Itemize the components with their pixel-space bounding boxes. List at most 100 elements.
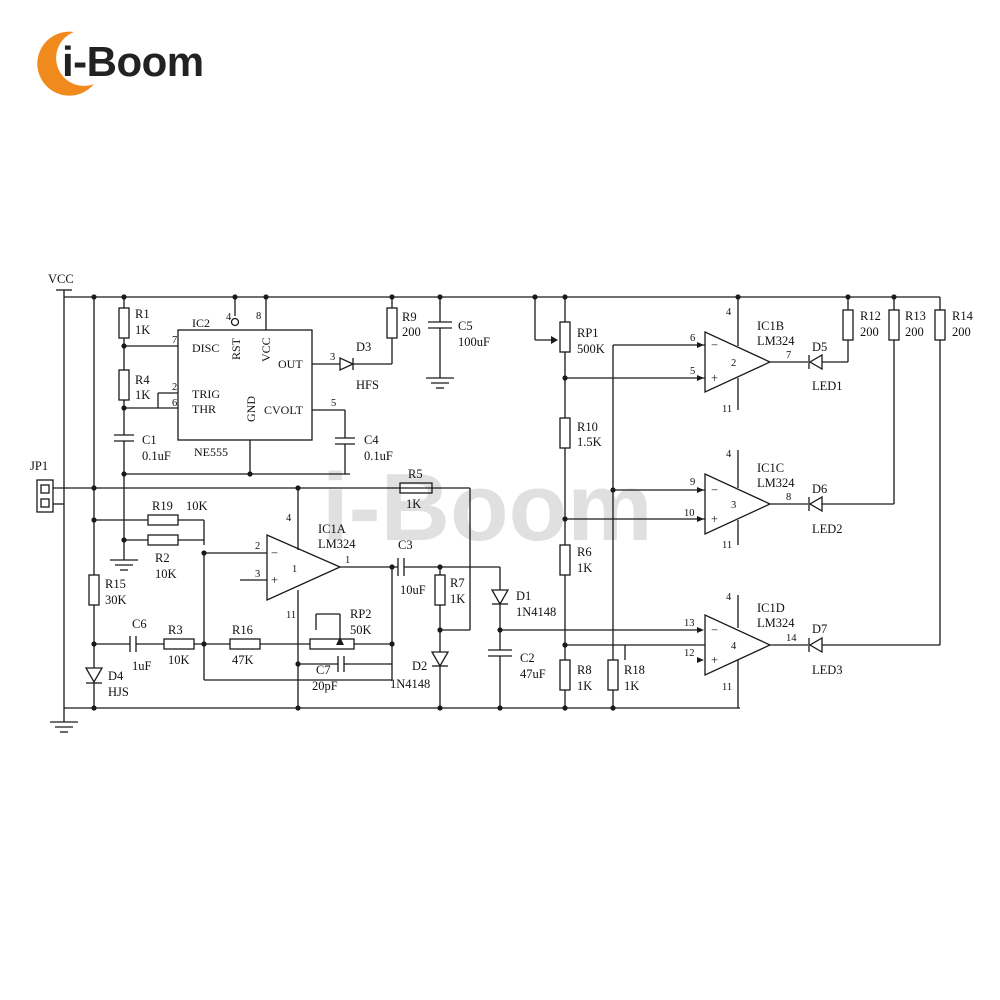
label-r10-value: 1.5K — [577, 435, 602, 449]
pin-num: 7 — [786, 350, 791, 361]
label-c4-value: 0.1uF — [364, 449, 393, 463]
label-r5-value: 1K — [406, 497, 421, 511]
pin-minus: − — [711, 483, 718, 497]
label-r6-value: 1K — [577, 561, 592, 575]
label-lm324a: LM324 — [318, 537, 356, 551]
label-rp1: RP1 — [577, 326, 599, 340]
label-r9: R9 — [402, 310, 417, 324]
pin-num: 11 — [722, 540, 732, 551]
label-r4: R4 — [135, 373, 150, 387]
pin-num: 5 — [331, 398, 336, 409]
label-hjs: HJS — [108, 685, 129, 699]
pin-num: 4 — [731, 641, 737, 652]
pin-num: 3 — [330, 352, 335, 363]
label-r7-value: 1K — [450, 592, 465, 606]
pin-minus: − — [711, 338, 718, 352]
pin-num: 5 — [690, 366, 695, 377]
watermark: i-Boom — [303, 402, 653, 561]
pin-plus: + — [271, 573, 278, 587]
label-r1: R1 — [135, 307, 150, 321]
label-lm324d: LM324 — [757, 616, 795, 630]
label-r15-value: 30K — [105, 593, 127, 607]
pin-num: 4 — [286, 513, 292, 524]
label-c3: C3 — [398, 538, 413, 552]
label-d2: D2 — [412, 659, 427, 673]
label-r2-value: 10K — [155, 567, 177, 581]
pin-num: 11 — [722, 404, 732, 415]
pin-num: 3 — [731, 500, 736, 511]
label-c3-value: 10uF — [400, 583, 426, 597]
label-c7: C7 — [316, 663, 331, 677]
watermark-text: i-Boom — [322, 454, 653, 561]
pin-num: 7 — [172, 335, 177, 346]
label-c1: C1 — [142, 433, 157, 447]
label-r19-value: 10K — [186, 499, 208, 513]
pin-num: 11 — [722, 682, 732, 693]
pin-gnd: GND — [244, 396, 258, 422]
label-r12-value: 200 — [860, 325, 879, 339]
label-c7-value: 20pF — [312, 679, 338, 693]
label-r13-value: 200 — [905, 325, 924, 339]
label-c1-value: 0.1uF — [142, 449, 171, 463]
pin-num: 9 — [690, 477, 695, 488]
label-r14: R14 — [952, 309, 974, 323]
pin-plus: + — [711, 512, 718, 526]
label-r8-value: 1K — [577, 679, 592, 693]
pin-num: 14 — [786, 633, 797, 644]
pin-num: 11 — [286, 610, 296, 621]
pin-num: 8 — [256, 311, 261, 322]
pin-trig: TRIG — [192, 387, 220, 401]
label-r3-value: 10K — [168, 653, 190, 667]
label-d7: D7 — [812, 622, 827, 636]
label-c6-value: 1uF — [132, 659, 152, 673]
pin-num: 2 — [255, 541, 260, 552]
label-led1: LED1 — [812, 379, 843, 393]
label-ic1b: IC1B — [757, 319, 784, 333]
pin-num: 8 — [786, 492, 791, 503]
label-r1-value: 1K — [135, 323, 150, 337]
label-r19: R19 — [152, 499, 173, 513]
label-d1: D1 — [516, 589, 531, 603]
brand-logo-text: i-Boom — [62, 38, 204, 85]
label-c2: C2 — [520, 651, 535, 665]
label-d1-value: 1N4148 — [516, 605, 556, 619]
label-ic1c: IC1C — [757, 461, 784, 475]
label-d4: D4 — [108, 669, 124, 683]
label-ic1d: IC1D — [757, 601, 785, 615]
pin-num: 6 — [690, 333, 695, 344]
pin-num: 4 — [726, 449, 732, 460]
label-led3: LED3 — [812, 663, 843, 677]
label-c4: C4 — [364, 433, 379, 447]
label-rp2: RP2 — [350, 607, 372, 621]
label-r9-value: 200 — [402, 325, 421, 339]
pin-minus: − — [271, 546, 278, 560]
label-vcc: VCC — [48, 272, 74, 286]
label-hfs: HFS — [356, 378, 379, 392]
pin-cvolt: CVOLT — [264, 403, 304, 417]
pin-num: 4 — [726, 307, 732, 318]
label-c6: C6 — [132, 617, 147, 631]
label-rp1-value: 500K — [577, 342, 605, 356]
label-ic2: IC2 — [192, 316, 210, 330]
pin-num: 3 — [255, 569, 260, 580]
label-r2: R2 — [155, 551, 170, 565]
label-ic1a: IC1A — [318, 522, 346, 536]
pin-num: 4 — [726, 592, 732, 603]
pin-num: 4 — [226, 312, 232, 323]
label-d3: D3 — [356, 340, 371, 354]
label-d5: D5 — [812, 340, 827, 354]
label-c5: C5 — [458, 319, 473, 333]
label-ne555: NE555 — [194, 445, 228, 459]
pin-num: 6 — [172, 398, 177, 409]
label-r15: R15 — [105, 577, 126, 591]
label-r18-value: 1K — [624, 679, 639, 693]
brand-logo-icon — [37, 31, 94, 96]
pin-num: 12 — [684, 648, 695, 659]
pin-out: OUT — [278, 357, 303, 371]
label-r18: R18 — [624, 663, 645, 677]
pin-num: 10 — [684, 508, 695, 519]
label-jp1: JP1 — [30, 459, 48, 473]
label-r16-value: 47K — [232, 653, 254, 667]
pin-plus: + — [711, 371, 718, 385]
